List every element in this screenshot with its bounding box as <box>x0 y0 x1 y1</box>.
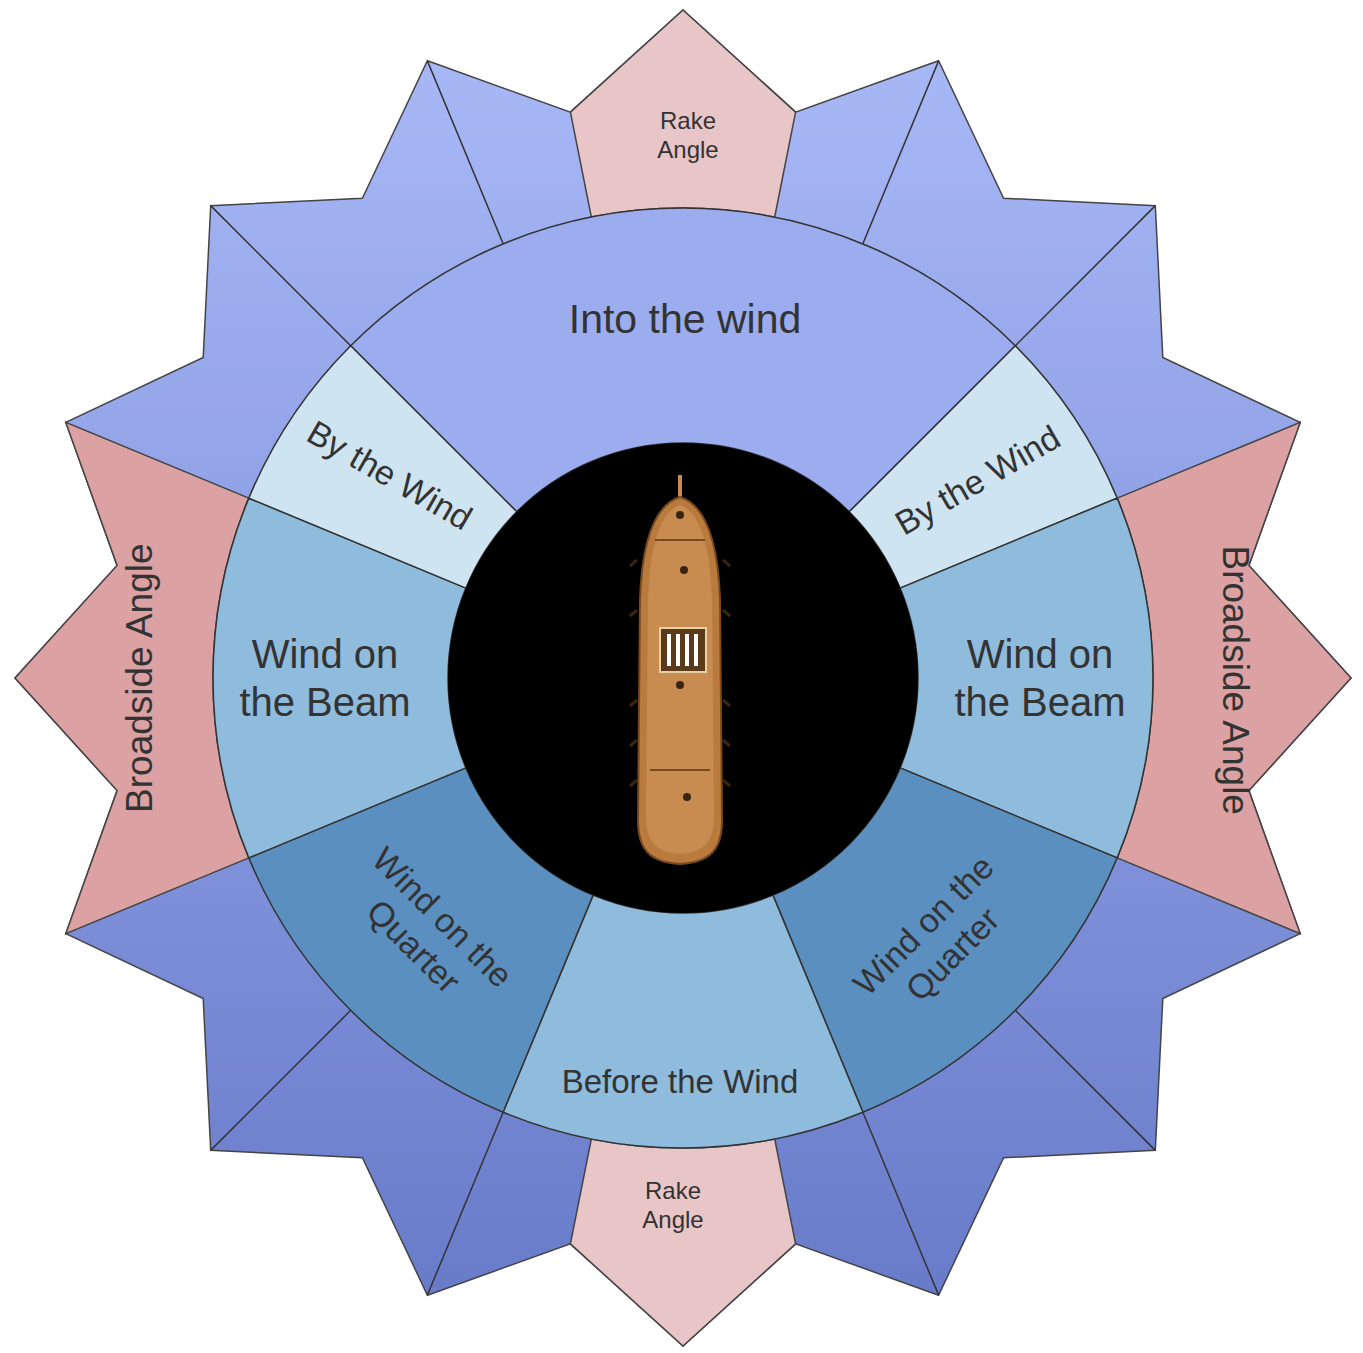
divider-line <box>427 61 503 244</box>
sector-label-box: Into the wind <box>569 295 802 344</box>
sector-label-box: Rake Angle <box>623 1177 723 1235</box>
ship-figure <box>630 475 730 864</box>
divider-line <box>211 206 351 346</box>
divider-line <box>863 61 939 244</box>
sector-label-box: Wind on the Beam <box>940 630 1140 726</box>
sector-label: Before the Wind <box>562 1062 799 1102</box>
sector-label: Wind on the Beam <box>225 630 425 726</box>
rake-region <box>570 1139 795 1346</box>
divider-line <box>427 1112 503 1295</box>
sector-label: Into the wind <box>569 295 802 344</box>
sector-label: Rake Angle <box>623 1177 723 1235</box>
sector-label-box: Before the Wind <box>562 1062 799 1102</box>
sector-label-box: Wind on the Beam <box>225 630 425 726</box>
star-outline <box>15 10 1351 1346</box>
divider-line <box>1015 206 1155 346</box>
divider-line <box>863 1112 939 1295</box>
sector-label-box: Broadside Angle <box>118 543 162 812</box>
sector-label: Broadside Angle <box>1213 545 1257 814</box>
center-disc <box>448 443 918 913</box>
sector-label-box: Rake Angle <box>638 107 738 165</box>
sector-label-box: Broadside Angle <box>1213 545 1257 814</box>
sector-label: Wind on the Beam <box>940 630 1140 726</box>
rake-region <box>570 10 795 217</box>
sector-label: Broadside Angle <box>118 543 162 812</box>
divider-line <box>1015 1010 1155 1150</box>
wind-sector <box>249 346 517 588</box>
sector-label: Rake Angle <box>638 107 738 165</box>
divider-line <box>211 1010 351 1150</box>
